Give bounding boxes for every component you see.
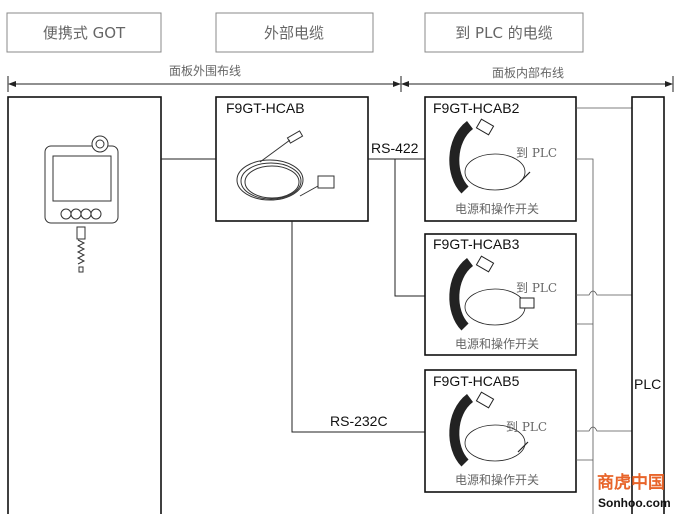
watermark-cn: 商虎中国 [597, 472, 665, 493]
cable-model: F9GT-HCAB5 [433, 373, 520, 389]
watermark-en: Sonhoo.com [598, 496, 671, 510]
power-switch-label: 电源和操作开关 [455, 336, 539, 351]
outside-wiring-label: 面板外围布线 [169, 64, 241, 78]
plc-cable-box-hcab3: F9GT-HCAB3 到 PLC 电源和操作开关 [424, 233, 577, 356]
header-external-cable: 外部电缆 [215, 12, 374, 53]
watermark-logo: 商虎中国 Sonhoo.com [597, 472, 671, 510]
plc-label: PLC [634, 376, 661, 392]
plc-wire [576, 426, 632, 432]
header-cable-to-plc: 到 PLC 的电缆 [424, 12, 584, 53]
plc-cable-box-hcab2: F9GT-HCAB2 到 PLC 电源和操作开关 [424, 96, 577, 222]
power-bus-wire [576, 158, 594, 514]
rs422-label: RS-422 [371, 140, 419, 156]
power-switch-label: 电源和操作开关 [455, 201, 539, 216]
header-label: 便携式 GOT [43, 24, 126, 42]
got-device-icon [44, 135, 119, 273]
to-plc-label: 到 PLC [516, 281, 557, 295]
portable-got-panel [7, 96, 162, 514]
rs232-label: RS-232C [330, 413, 388, 429]
rs422-branch-wire [394, 159, 425, 297]
to-plc-label: 到 PLC [506, 420, 547, 434]
cable-model: F9GT-HCAB3 [433, 236, 520, 252]
plc-cable-box-hcab5: F9GT-HCAB5 到 PLC 电源和操作开关 [424, 369, 577, 493]
rs232-wire [291, 221, 425, 433]
inside-wiring-label: 面板内部布线 [492, 65, 564, 80]
header-label: 外部电缆 [264, 24, 324, 42]
header-label: 到 PLC 的电缆 [455, 24, 552, 42]
cable-model: F9GT-HCAB [226, 100, 305, 116]
power-switch-label: 电源和操作开关 [455, 472, 539, 487]
plc-wire [576, 290, 632, 296]
header-portable-got: 便携式 GOT [6, 12, 162, 53]
cable-bundle-icon [449, 118, 531, 194]
external-cable-box: F9GT-HCAB [215, 96, 369, 222]
cable-bundle-icon [449, 391, 529, 467]
cable-model: F9GT-HCAB2 [433, 100, 520, 116]
cable-coil-icon [236, 130, 335, 201]
to-plc-label: 到 PLC [516, 146, 557, 160]
cable-bundle-icon [449, 255, 535, 331]
plc-box: PLC [631, 96, 665, 514]
